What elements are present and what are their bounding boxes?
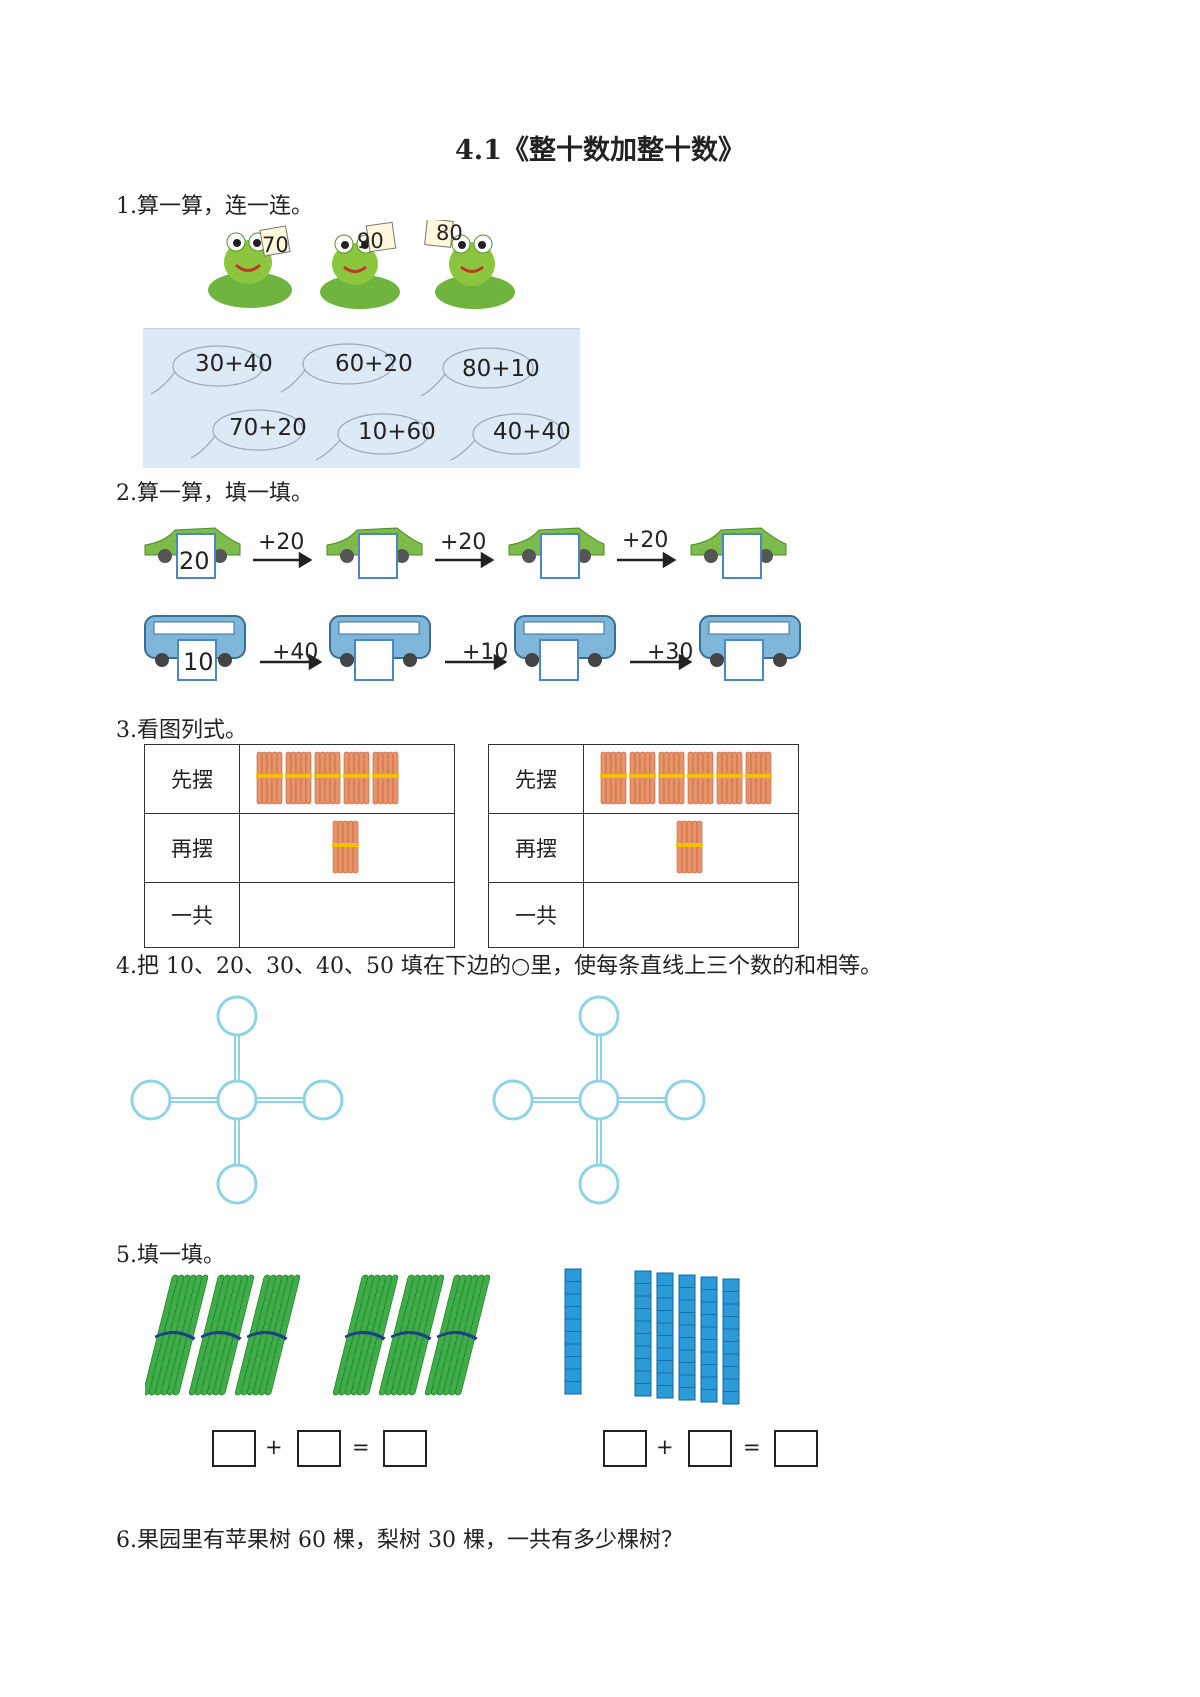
- plus-sign: +: [656, 1435, 674, 1459]
- tadpole-pond: [143, 328, 580, 468]
- frog-1: [208, 225, 292, 308]
- green-stick-bundle-icon: [378, 1274, 445, 1396]
- frog-2-number: 90: [357, 229, 384, 253]
- car-step-2: +20: [440, 530, 487, 555]
- circle-slot[interactable]: [578, 1163, 620, 1205]
- cross-puzzles: [130, 995, 706, 1205]
- row-label-total: 一共: [488, 882, 584, 948]
- frog-3: [424, 220, 515, 309]
- stick-bundle-icon: [285, 751, 312, 805]
- ten-rod-icon: [656, 1272, 674, 1399]
- row-label-first: 先摆: [488, 744, 584, 814]
- circle-slot[interactable]: [664, 1079, 706, 1121]
- question-3-label: 3.看图列式。: [116, 718, 247, 743]
- tadpole-outlines: [150, 343, 564, 461]
- bus-step-2: +10: [462, 640, 509, 665]
- expression-70+20: 70+20: [229, 415, 307, 441]
- ten-rod-icon: [700, 1276, 718, 1403]
- stick-bundle-icon: [600, 751, 627, 805]
- green-stick-bundle-icon: [424, 1274, 491, 1396]
- page-title: 4.1《整十数加整十数》: [455, 135, 745, 166]
- green-stick-bundle-icon: [332, 1274, 399, 1396]
- stick-bundle-icon: [314, 751, 341, 805]
- answer-box[interactable]: [603, 1430, 647, 1467]
- right-total-answer[interactable]: [583, 882, 799, 948]
- circle-slot[interactable]: [578, 1079, 620, 1121]
- frog-row: 70 90 80: [208, 220, 515, 309]
- equals-sign: =: [352, 1435, 370, 1459]
- circle-slot[interactable]: [216, 1079, 258, 1121]
- expression-80+10: 80+10: [462, 356, 540, 382]
- frog-2: [320, 221, 400, 309]
- right-first-sticks: [583, 744, 799, 814]
- left-then-sticks: [239, 813, 455, 883]
- frog-1-number: 70: [262, 233, 289, 257]
- row-label-first: 先摆: [144, 744, 240, 814]
- expression-40+40: 40+40: [493, 419, 571, 445]
- bus-chain: [144, 615, 801, 681]
- circle-slot[interactable]: [492, 1079, 534, 1121]
- circle-slot[interactable]: [578, 995, 620, 1037]
- ten-rod-icon: [564, 1268, 582, 1395]
- answer-box[interactable]: [297, 1430, 341, 1467]
- circle-slot[interactable]: [130, 1079, 172, 1121]
- stick-bundle-icon: [687, 751, 714, 805]
- circle-slot[interactable]: [302, 1079, 344, 1121]
- bus-icon: [144, 615, 246, 667]
- stick-bundle-icon: [716, 751, 743, 805]
- question-6-label: 6.果园里有苹果树 60 棵，梨树 30 棵，一共有多少棵树？: [116, 1528, 683, 1553]
- stick-bundle-icon: [372, 751, 399, 805]
- left-first-sticks: [239, 744, 455, 814]
- car-step-3: +20: [622, 528, 669, 553]
- equals-sign: =: [743, 1435, 761, 1459]
- picture-table-right: 先摆 再摆 一共: [488, 744, 799, 948]
- stick-bundle-icon: [676, 820, 703, 874]
- expression-60+20: 60+20: [335, 351, 413, 377]
- ten-rod-icon: [722, 1278, 740, 1405]
- stick-bundle-icon: [745, 751, 772, 805]
- frog-3-number: 80: [436, 221, 463, 245]
- car-start-value: 20: [179, 547, 210, 575]
- answer-box[interactable]: [212, 1430, 256, 1467]
- stick-bundle-icon: [332, 820, 359, 874]
- car-step-1: +20: [258, 530, 305, 555]
- green-stick-bundle-icon: [188, 1274, 255, 1396]
- bus-step-3: +30: [647, 640, 694, 665]
- stick-bundle-icon: [343, 751, 370, 805]
- answer-box[interactable]: [774, 1430, 818, 1467]
- question-5-label: 5.填一填。: [116, 1243, 225, 1268]
- plus-sign: +: [265, 1435, 283, 1459]
- car-chain: [144, 527, 787, 579]
- bus-step-1: +40: [272, 640, 319, 665]
- question-1-label: 1.算一算，连一连。: [116, 194, 313, 219]
- picture-table-left: 先摆 再摆 一共: [144, 744, 455, 948]
- green-stick-bundle-icon: [234, 1274, 301, 1396]
- bus-start-value: 10: [183, 648, 214, 676]
- expression-30+40: 30+40: [195, 351, 273, 377]
- stick-bundle-icon: [629, 751, 656, 805]
- answer-box[interactable]: [688, 1430, 732, 1467]
- right-then-sticks: [583, 813, 799, 883]
- row-label-total: 一共: [144, 882, 240, 948]
- ten-rod-icon: [678, 1274, 696, 1401]
- row-label-then: 再摆: [488, 813, 584, 883]
- stick-bundle-icon: [658, 751, 685, 805]
- circle-slot[interactable]: [216, 995, 258, 1037]
- circle-slot[interactable]: [216, 1163, 258, 1205]
- answer-box[interactable]: [383, 1430, 427, 1467]
- question-4-label: 4.把 10、20、30、40、50 填在下边的○里，使每条直线上三个数的和相等…: [116, 954, 883, 979]
- stick-bundle-icon: [256, 751, 283, 805]
- left-total-answer[interactable]: [239, 882, 455, 948]
- row-label-then: 再摆: [144, 813, 240, 883]
- counting-figures: [145, 1268, 740, 1405]
- expression-10+60: 10+60: [358, 419, 436, 445]
- question-2-label: 2.算一算，填一填。: [116, 481, 313, 506]
- green-stick-bundle-icon: [145, 1274, 209, 1396]
- ten-rod-icon: [634, 1270, 652, 1397]
